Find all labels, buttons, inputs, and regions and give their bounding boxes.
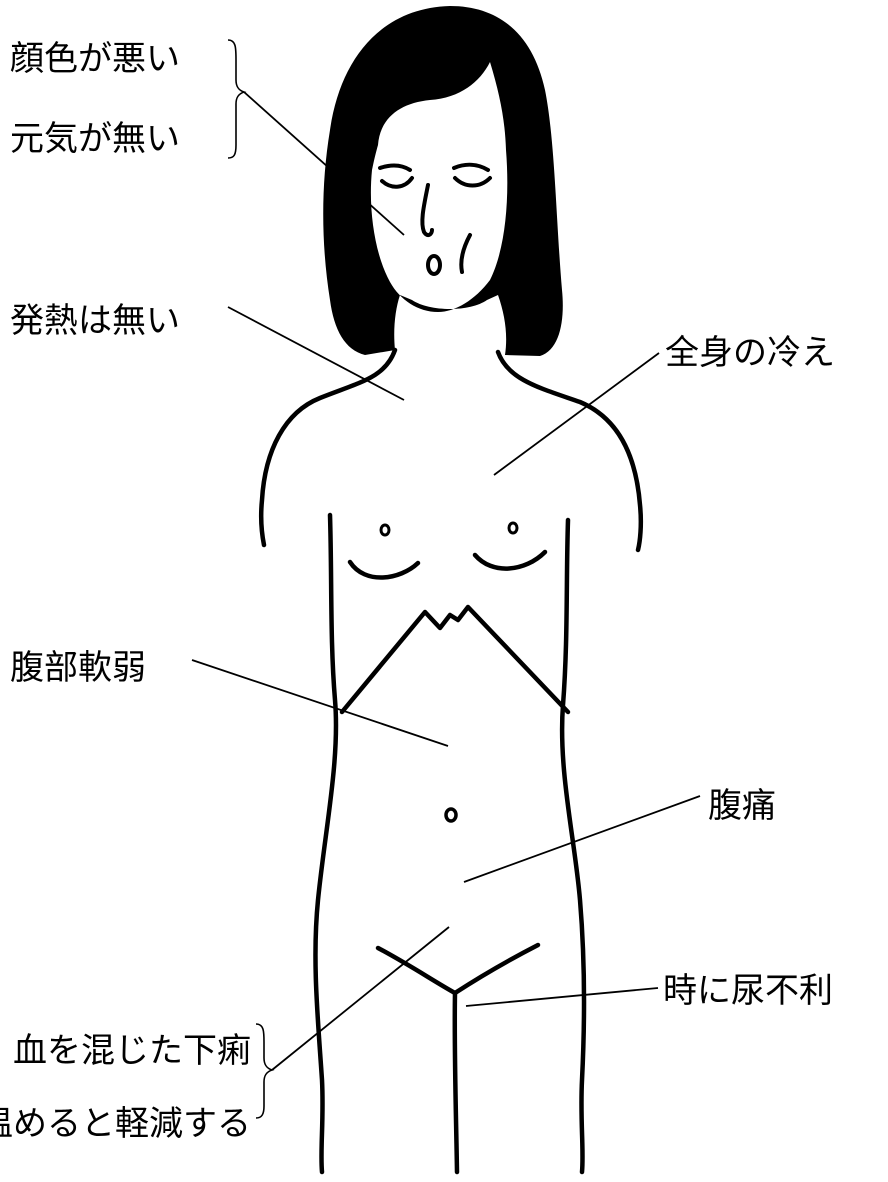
left-eye xyxy=(382,178,412,187)
bracket-top xyxy=(228,40,244,158)
labels: 顔色が悪い 元気が無い 発熱は無い 全身の冷え 腹部軟弱 腹痛 時に尿不利 血を… xyxy=(0,39,835,1144)
nose xyxy=(422,185,432,235)
leader-lines xyxy=(192,40,700,1118)
label-urination: 時に尿不利 xyxy=(663,971,833,1011)
label-abdomen-soft: 腹部軟弱 xyxy=(10,648,146,688)
label-no-fever: 発熱は無い xyxy=(10,301,180,341)
label-complexion: 顔色が悪い xyxy=(10,39,180,79)
label-relief-when-warm: 温めると軽減する xyxy=(0,1104,251,1144)
left-breast xyxy=(350,562,418,578)
groin xyxy=(378,945,538,993)
leader-abdominal-pain xyxy=(464,796,700,882)
torso-left-side xyxy=(315,515,336,1172)
hair xyxy=(323,6,563,356)
bracket-bottom xyxy=(256,1024,272,1118)
leader-diarrhea xyxy=(272,927,449,1070)
label-body-cold: 全身の冷え xyxy=(665,333,835,373)
left-nipple xyxy=(381,525,389,535)
female-figure xyxy=(261,6,641,1172)
leader-abdomen-soft xyxy=(192,660,448,746)
right-eye xyxy=(455,178,490,186)
mouth xyxy=(428,256,440,274)
cheek-line xyxy=(461,235,470,272)
leader-urination xyxy=(466,988,658,1006)
leader-body-cold xyxy=(494,353,659,475)
left-eyebrow xyxy=(380,166,410,170)
navel xyxy=(446,809,456,821)
right-eyebrow xyxy=(454,165,488,170)
label-bloody-diarrhea: 血を混じた下痢 xyxy=(13,1031,251,1071)
right-nipple xyxy=(509,523,517,533)
right-breast xyxy=(475,552,545,569)
label-lethargy: 元気が無い xyxy=(10,119,180,159)
rib-line xyxy=(342,607,568,712)
label-abdominal-pain: 腹痛 xyxy=(708,786,776,826)
inner-leg xyxy=(455,993,457,1172)
